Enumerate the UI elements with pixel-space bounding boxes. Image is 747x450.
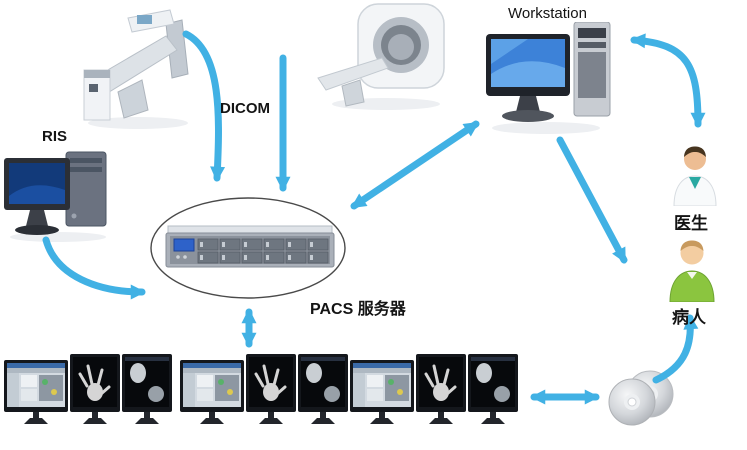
patient-icon [669, 240, 715, 302]
arrow-pacs-workstation [350, 120, 480, 210]
arrow-workstation-to-patient [556, 136, 628, 264]
arrow-cd-to-patient [652, 314, 699, 384]
patient-label: 病人 [672, 308, 706, 327]
arrow-xray-to-pacs [182, 30, 226, 182]
doctor-icon [673, 146, 717, 206]
pacs-server-icon [150, 197, 346, 299]
ct-scanner-icon [317, 3, 445, 110]
arrow-ris-to-pacs [42, 236, 146, 300]
ris-computer-icon [4, 151, 107, 242]
cd-disc-icon [608, 370, 674, 426]
arrow-workstation-doctor [630, 33, 706, 128]
pacs-server-label: PACS 服务器 [310, 301, 406, 318]
workstation-label: Workstation [508, 5, 587, 22]
ris-label: RIS [42, 128, 68, 145]
doctor-label: 医生 [674, 214, 708, 233]
dicom-label: DICOM [220, 100, 270, 117]
workstation-icon [486, 22, 611, 134]
xray-machine-icon [83, 9, 189, 129]
